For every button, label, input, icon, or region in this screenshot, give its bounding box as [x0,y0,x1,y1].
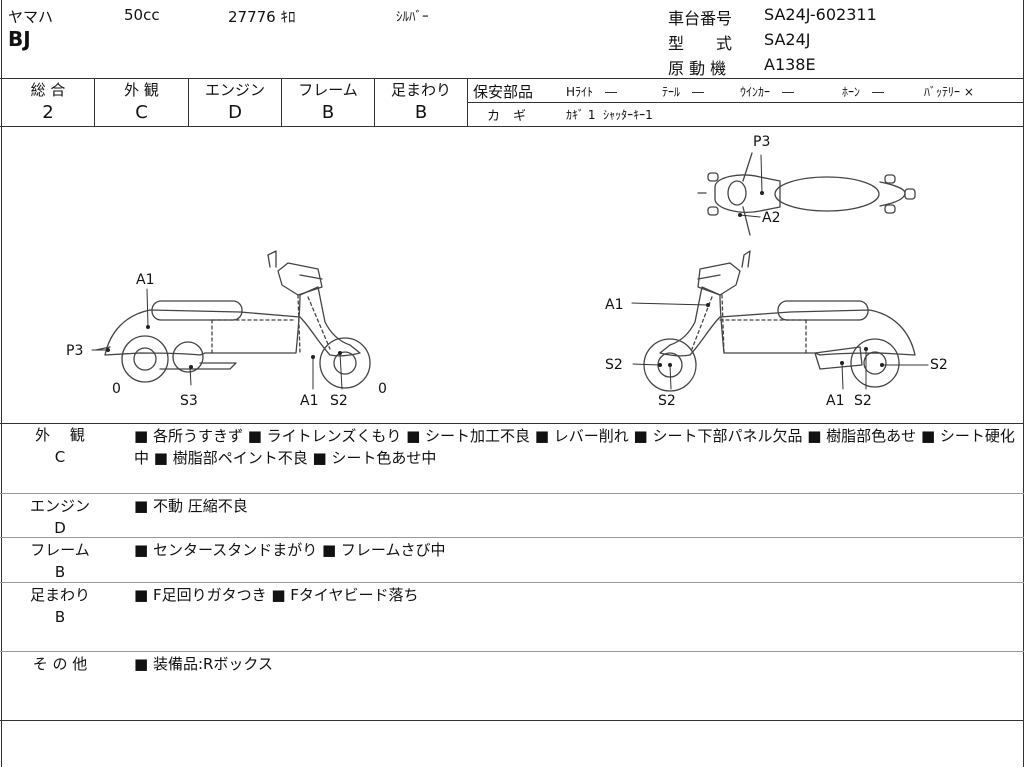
detail-exterior: 外 観 C [0,424,120,468]
grade-frame-label: フレーム [298,81,358,99]
detail-exterior-label: 外 観 [35,426,85,444]
grade-exterior-value: C [135,102,148,123]
leader-lines [91,154,929,390]
grade-frame-value: B [321,102,335,123]
detail-frame-label: フレーム [30,541,90,559]
diagram-labels: A1 P3 0 S3 A1 S2 0 P3 A2 A1 S2 S2 A1 S2 … [66,134,948,409]
label-right-s2-bottom-left: S2 [658,393,676,409]
detail-engine-label: エンジン [29,497,90,515]
grade-overall-label: 総 合 [30,81,66,99]
detail-section: 外 観 C ■ 各所うすきず ■ ライトレンズくもり ■ シート加工不良 ■ レ… [0,424,1024,768]
type-value: SA24J [764,30,811,49]
displacement: 50cc [124,6,160,24]
label-right-a1: A1 [605,297,623,313]
grade-engine: エンジン D [189,79,281,125]
safety-winker: ｳｲﾝｶｰ ― [740,85,795,99]
detail-frame-text: ■ センタースタンドまがり ■ フレームさび中 [134,541,446,559]
mileage: 27776 ｷﾛ [228,8,296,26]
grade-exterior: 外 観 C [95,79,188,125]
label-right-s2-bottom: S2 [854,393,872,409]
grade-suspension-label: 足まわり [390,81,451,99]
detail-exterior-grade: C [54,448,66,466]
scooter-left-side [95,250,371,389]
label-top-a2: A2 [762,210,780,226]
label-s2-bottom-left: S2 [330,393,348,409]
engine-label: 原 動 機 [668,59,727,78]
grade-overall: 総 合 2 [2,79,94,125]
detail-suspension-text: ■ F足回りガタつき ■ Fタイヤビード落ち [134,586,419,604]
scooter-top-view [697,152,916,236]
type-label: 型 式 [668,34,733,53]
detail-other-label: そ の 他 [32,655,88,673]
color: ｼﾙﾊﾞｰ [396,10,429,25]
label-zero-right: 0 [378,381,387,397]
label-a1-top: A1 [136,272,154,288]
engine-value: A138E [764,55,816,74]
label-a1-bottom-left: A1 [300,393,318,409]
safety-battery: ﾊﾞｯﾃﾘｰ × [924,85,974,99]
damage-points [106,191,884,369]
label-right-s2-right: S2 [930,357,948,373]
label-right-s2-left: S2 [605,357,623,373]
grade-suspension: 足まわり B [375,79,467,125]
damage-diagram: A1 P3 0 S3 A1 S2 0 P3 A2 A1 S2 S2 A1 S2 … [66,134,948,409]
safety-headlight: Hﾗｲﾄ ― [566,85,618,99]
detail-other-text: ■ 装備品:Rボックス [134,655,273,673]
detail-frame-grade: B [54,563,66,581]
grade-engine-label: エンジン [204,81,265,99]
grade-frame: フレーム B [282,79,374,125]
key-label: カ ギ [487,109,527,124]
safety-label: 保安部品 [473,83,534,101]
detail-engine-text: ■ 不動 圧縮不良 [134,497,248,515]
safety-horn: ﾎｰﾝ ― [842,85,885,99]
detail-exterior-text: ■ 各所うすきず ■ ライトレンズくもり ■ シート加工不良 ■ レバー削れ ■… [134,427,1015,467]
grade-overall-value: 2 [42,102,54,123]
safety-tail: ﾃｰﾙ ― [662,85,705,99]
model-name: BJ [8,27,31,51]
detail-suspension: 足まわり B [0,584,120,628]
label-right-a1-bottom: A1 [826,393,844,409]
grade-suspension-value: B [414,102,428,123]
grade-engine-value: D [228,102,242,123]
frame-no: SA24J-602311 [764,5,877,24]
divider [0,78,1024,79]
frame-no-label: 車台番号 [668,9,733,28]
detail-engine: エンジン D [0,495,120,539]
label-top-p3: P3 [753,134,770,150]
key-value: ｶｷﾞ 1 ｼｬｯﾀｰｷｰ1 [566,108,653,122]
label-zero-left: 0 [112,381,121,397]
detail-suspension-grade: B [54,608,66,626]
detail-engine-grade: D [54,519,66,537]
label-s3: S3 [180,393,198,409]
maker: ヤマハ [8,8,54,26]
scooter-right-side [643,250,916,392]
detail-other: そ の 他 [0,653,120,675]
label-p3: P3 [66,343,83,359]
detail-frame: フレーム B [0,539,120,583]
grade-exterior-label: 外 観 [124,81,159,99]
detail-suspension-label: 足まわり [29,586,90,604]
